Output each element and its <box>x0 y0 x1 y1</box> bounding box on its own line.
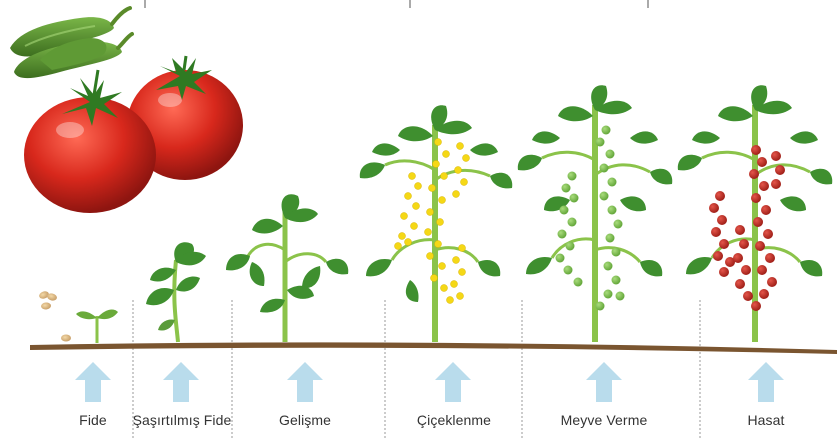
stage-label-ciceklenme: Çiçeklenme <box>417 412 491 428</box>
red-fruit-cluster <box>709 145 785 311</box>
top-ticks <box>145 0 648 8</box>
stage-label-hasat: Hasat <box>747 412 784 428</box>
stage-label-gelisme: Gelişme <box>279 412 331 428</box>
plant-gelisme <box>226 194 348 342</box>
plant-fide <box>76 310 118 343</box>
stage-label-sasirtilmis-fide: Şaşırtılmış Fide <box>133 412 232 428</box>
soil-line <box>30 342 837 354</box>
plant-ciceklenme <box>360 105 512 342</box>
tomato-icon <box>24 56 243 213</box>
stage-label-fide: Fide <box>79 412 107 428</box>
plant-hasat <box>678 85 832 342</box>
plant-meyve-verme <box>518 85 672 342</box>
plant-sasirtilmis-fide <box>146 242 206 342</box>
stage-label-meyve-verme: Meyve Verme <box>561 412 648 428</box>
up-arrow-icon <box>75 362 784 402</box>
seed-icon <box>38 290 71 341</box>
pepper-icon <box>10 8 132 78</box>
